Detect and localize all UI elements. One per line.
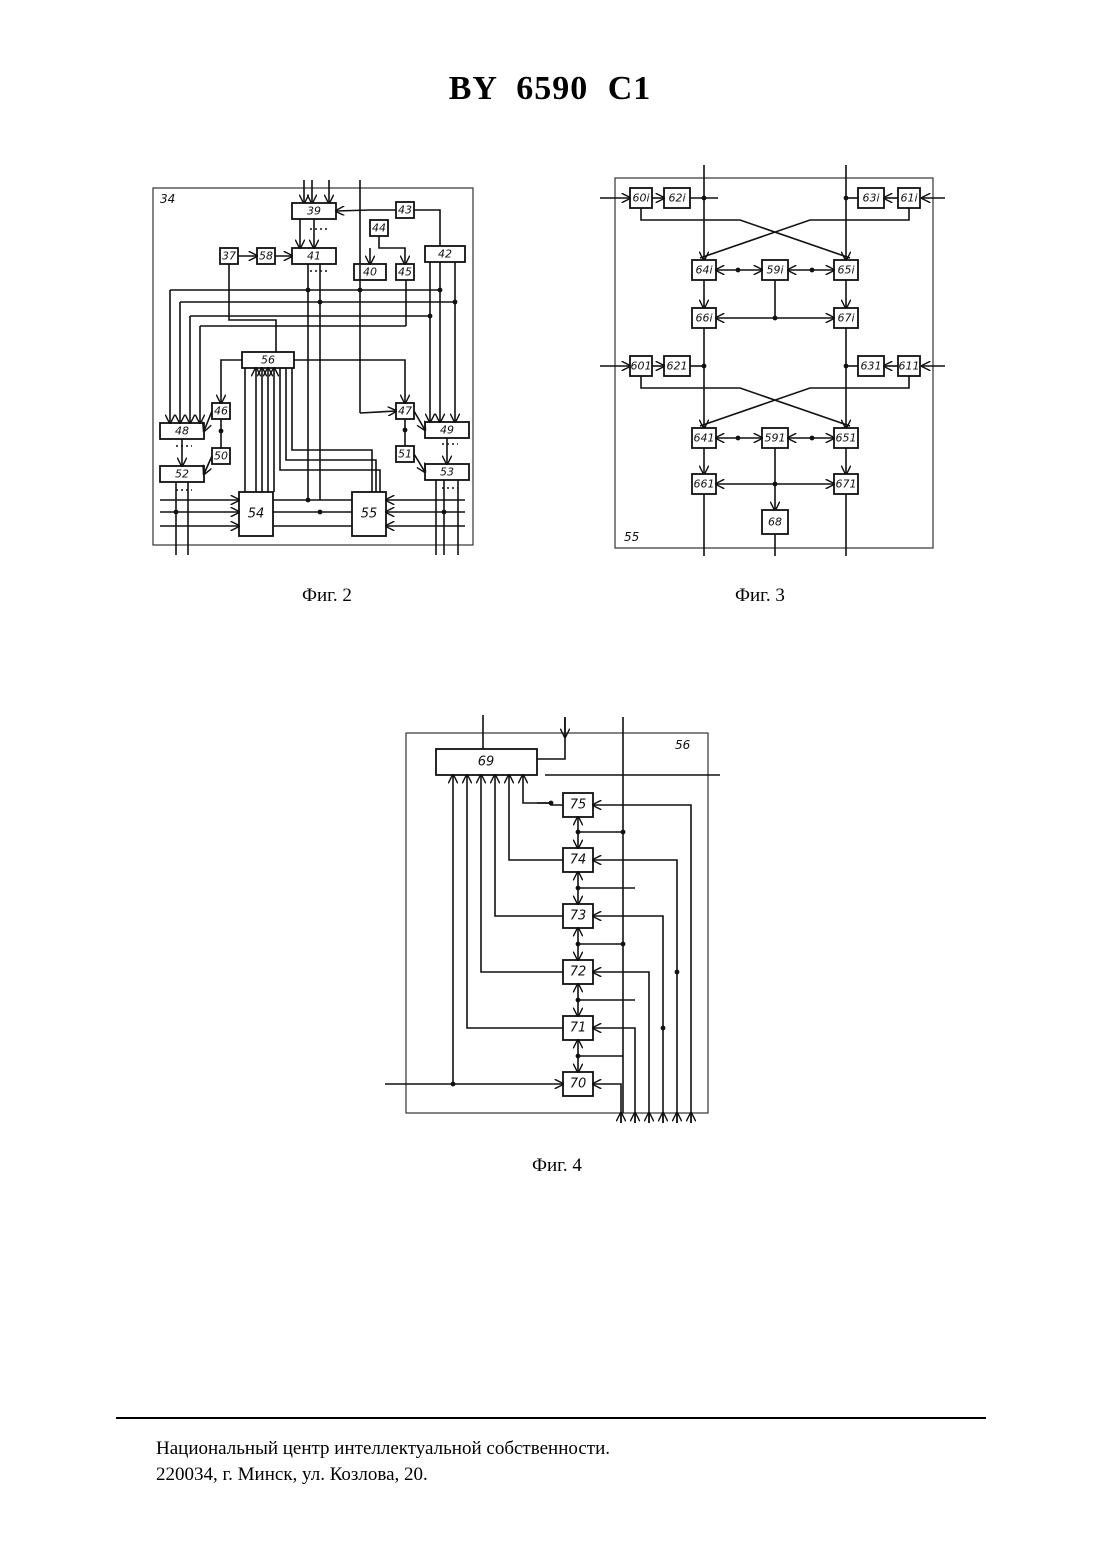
fig2-block-54-label: 54: [248, 507, 265, 522]
fig3-block-63i-label: 63i: [862, 192, 879, 205]
fig4-block-75-label: 75: [570, 798, 587, 813]
fig2-block-55-label: 55: [361, 507, 378, 522]
fig2-block-48-label: 48: [175, 425, 189, 438]
fig4-block-73-label: 73: [570, 909, 587, 924]
fig3-block-641-label: 641: [694, 432, 715, 445]
fig2-block-47-label: 47: [398, 405, 412, 418]
fig3-block-65i-label: 65i: [837, 264, 854, 277]
fig2-frame-label: 34: [160, 192, 175, 206]
fig3-block-601-label: 601: [631, 360, 652, 373]
fig3-block-64i-label: 64i: [695, 264, 712, 277]
fig3-block-591-label: 591: [765, 432, 786, 445]
fig2-block-46-label: 46: [214, 405, 228, 418]
figure-3-caption: Фиг. 3: [735, 585, 785, 607]
fig4-block-70-label: 70: [570, 1077, 587, 1092]
fig3-frame-label: 55: [624, 530, 639, 544]
fig4-frame-label: 56: [675, 738, 691, 752]
fig2-block-56-label: 56: [261, 354, 275, 367]
fig3-block-66i-label: 66i: [695, 312, 712, 325]
fig3-block-671-label: 671: [836, 478, 857, 491]
figure-2-block-diagram: 34 39 43 44 37 58 41 40 45 42 56 46 47 4…: [140, 170, 490, 565]
fig3-block-67i-label: 67i: [837, 312, 854, 325]
fig2-block-41-label: 41: [307, 250, 321, 263]
fig3-block-621-label: 621: [667, 360, 688, 373]
fig2-block-37-label: 37: [222, 250, 236, 263]
footer-line-1: Национальный центр интеллектуальной собс…: [156, 1438, 610, 1460]
fig2-block-44-label: 44: [372, 222, 386, 235]
fig3-block-60i-label: 60i: [632, 192, 649, 205]
figure-4-block-diagram: 56 69 75 74 73 72 71 70: [385, 715, 725, 1127]
fig4-block-69-label: 69: [478, 755, 495, 770]
fig3-block-631-label: 631: [861, 360, 882, 373]
fig3-block-661-label: 661: [694, 478, 715, 491]
fig2-block-43-label: 43: [398, 204, 412, 217]
fig2-block-50-label: 50: [214, 450, 228, 463]
fig3-block-59i-label: 59i: [766, 264, 783, 277]
fig4-block-74-label: 74: [570, 853, 587, 868]
figure-4-caption: Фиг. 4: [532, 1155, 582, 1177]
fig2-block-51-label: 51: [398, 448, 412, 461]
fig2-block-58-label: 58: [259, 250, 273, 263]
fig3-block-611-label: 611: [899, 360, 920, 373]
fig3-block-651-label: 651: [836, 432, 857, 445]
fig3-outer-frame: [615, 178, 933, 548]
fig2-block-45-label: 45: [398, 266, 412, 279]
fig4-block-72-label: 72: [570, 965, 587, 980]
fig4-block-71-label: 71: [570, 1021, 587, 1036]
fig2-block-52-label: 52: [175, 468, 189, 481]
document-header-title: BY 6590 C1: [0, 70, 1100, 108]
fig2-block-53-label: 53: [440, 466, 454, 479]
footer-line-2: 220034, г. Минск, ул. Козлова, 20.: [156, 1464, 428, 1486]
fig2-block-49-label: 49: [440, 424, 454, 437]
fig2-block-40-label: 40: [363, 266, 377, 279]
fig2-block-39-label: 39: [307, 205, 321, 218]
figure-2-caption: Фиг. 2: [302, 585, 352, 607]
fig2-outer-frame: [153, 188, 473, 545]
fig3-block-68-label: 68: [768, 516, 782, 529]
footer-rule: [116, 1417, 986, 1419]
figure-3-block-diagram: 55 60i 62i 63i 61i 64i 59i 65i 66i 67i 6…: [600, 160, 950, 560]
fig3-block-62i-label: 62i: [668, 192, 685, 205]
fig2-block-42-label: 42: [438, 248, 452, 261]
fig3-block-61i-label: 61i: [900, 192, 917, 205]
